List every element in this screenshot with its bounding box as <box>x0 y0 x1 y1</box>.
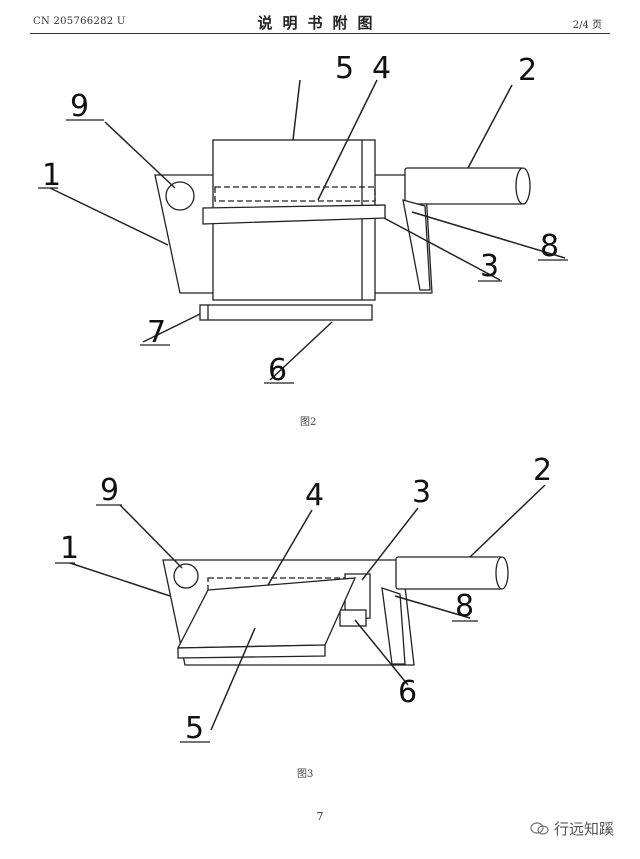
figure-3-drawing: 9 1 4 3 2 8 6 5 <box>55 453 552 746</box>
leader-6-fig3 <box>354 619 409 686</box>
wechat-icon <box>530 822 549 835</box>
figure-2-drawing: 9 1 5 4 2 8 3 7 6 <box>38 51 568 388</box>
label-5: 5 <box>335 51 354 86</box>
leader-6 <box>269 321 333 381</box>
label-9-fig3: 9 <box>100 473 119 508</box>
handle-end-fig3 <box>495 556 509 590</box>
header-title: 说明书附图 <box>257 14 383 32</box>
page-of-total: 2/4 页 <box>572 20 602 31</box>
leader-9 <box>104 121 176 189</box>
part-9-hole <box>165 181 195 211</box>
label-3: 3 <box>480 249 499 284</box>
part-6-strip <box>199 304 373 321</box>
leader-1-fig3 <box>69 562 171 597</box>
label-9: 9 <box>70 89 89 124</box>
figure-3-caption: 图3 <box>297 769 314 780</box>
label-4: 4 <box>372 51 391 86</box>
handle-end <box>515 167 531 205</box>
label-8-fig3: 8 <box>455 589 474 624</box>
leader-7 <box>142 313 201 343</box>
page-header: CN 205766282 U 说明书附图 2/4 页 <box>0 12 640 32</box>
watermark-text: 行远知蹊 <box>554 820 615 838</box>
label-6-fig3: 6 <box>398 675 417 710</box>
label-8: 8 <box>540 229 559 264</box>
document-number: CN 205766282 U <box>33 16 126 27</box>
leader-4 <box>317 79 378 201</box>
part-8-blade-fig3 <box>381 587 406 665</box>
label-1-fig3: 1 <box>60 531 79 566</box>
figure-2-caption: 图2 <box>300 417 317 428</box>
leader-4-fig3 <box>267 509 313 586</box>
leader-5-fig3 <box>210 627 256 731</box>
leader-8-fig3 <box>394 595 471 619</box>
leader-3-fig3 <box>361 507 419 581</box>
part-2-handle-fig3 <box>395 556 503 590</box>
part-9-hole-fig3 <box>173 563 199 589</box>
watermark: 行远知蹊 <box>530 818 614 839</box>
header-divider <box>30 33 610 34</box>
label-5-fig3: 5 <box>185 711 204 746</box>
leader-3 <box>383 217 501 281</box>
part-4-slot <box>214 186 376 202</box>
lid-thickness <box>177 644 326 659</box>
label-2-fig3: 2 <box>533 453 552 488</box>
label-1: 1 <box>42 158 61 193</box>
leader-2 <box>467 84 513 169</box>
label-4-fig3: 4 <box>305 478 324 513</box>
part-6-support-fig3 <box>339 609 367 627</box>
part-8-blade <box>402 199 431 291</box>
leader-5 <box>292 79 301 141</box>
label-6: 6 <box>268 353 287 388</box>
page-number: 7 <box>316 810 324 823</box>
leader-2-fig3 <box>469 484 546 558</box>
label-2: 2 <box>518 53 537 88</box>
leader-1 <box>49 187 169 246</box>
leader-9-fig3 <box>119 504 183 569</box>
label-3-fig3: 3 <box>412 475 431 510</box>
leader-8 <box>411 211 566 259</box>
label-7: 7 <box>147 315 166 350</box>
